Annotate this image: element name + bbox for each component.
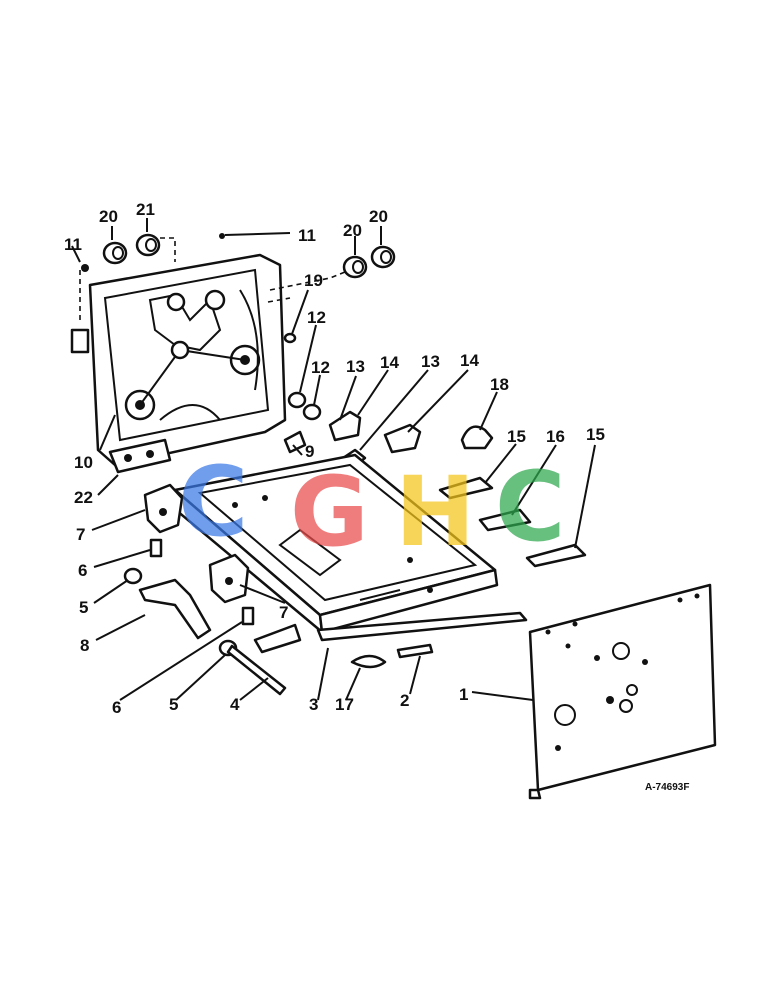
housing-panel	[70, 253, 287, 474]
watermark-letter-c2: C	[495, 451, 565, 563]
callout-18: 18	[490, 375, 509, 394]
callout-13-right: 13	[421, 352, 440, 371]
bushing-20-left	[102, 241, 128, 265]
callout-14-right: 14	[460, 351, 479, 370]
watermark-letter-g: G	[290, 456, 369, 568]
watermark-letter-h: H	[395, 456, 475, 568]
callout-21: 21	[136, 200, 155, 219]
callout-10: 10	[74, 453, 93, 472]
callout-7-lower: 7	[279, 603, 288, 622]
callout-20-right: 20	[369, 207, 388, 226]
callout-1: 1	[459, 685, 468, 704]
base-frame	[168, 453, 499, 634]
callout-labels: 20 21 11 11 20 20 19 12 12 13 14 13 14 1…	[64, 200, 689, 793]
callout-12-lower: 12	[311, 358, 330, 377]
callout-20-left: 20	[99, 207, 118, 226]
callout-13-left: 13	[346, 357, 365, 376]
callout-19: 19	[304, 271, 323, 290]
bracket-13-left	[328, 410, 362, 442]
leader-lines	[71, 218, 596, 701]
clip-2	[396, 643, 434, 659]
bushing-20-right	[370, 245, 396, 269]
callout-9: 9	[305, 442, 314, 461]
bracket-8	[138, 578, 212, 640]
callout-17: 17	[335, 695, 354, 714]
bolt-4	[226, 644, 287, 696]
spring-6-lower	[241, 606, 255, 626]
callout-14-left: 14	[380, 353, 399, 372]
callout-7-upper: 7	[76, 525, 85, 544]
cover-plate-1	[528, 583, 717, 800]
bracket-9	[283, 430, 307, 454]
roller-12-right	[302, 403, 322, 421]
bracket-14	[383, 423, 422, 454]
bracket-16	[478, 508, 532, 532]
cover-18	[460, 425, 494, 450]
callout-8: 8	[80, 636, 89, 655]
callout-6-lower: 6	[112, 698, 121, 717]
screw-11-left	[81, 264, 89, 272]
washer-5-upper	[123, 567, 143, 585]
screw-11-top	[219, 233, 225, 239]
callout-16: 16	[546, 427, 565, 446]
callout-5-upper: 5	[79, 598, 88, 617]
bushing-21	[135, 233, 161, 257]
callout-12-upper: 12	[307, 308, 326, 327]
clip-17	[350, 654, 387, 669]
watermark-letter-c1: C	[178, 446, 248, 558]
bracket-15-lower	[525, 543, 587, 568]
spring-6-upper	[149, 538, 163, 558]
callout-2: 2	[400, 691, 409, 710]
plate-4	[253, 623, 302, 654]
bracket-15-upper	[438, 476, 494, 500]
bushing-20-mid	[342, 255, 368, 279]
callout-22: 22	[74, 488, 93, 507]
callout-11-top: 11	[298, 226, 316, 245]
watermark: C G H C	[178, 446, 565, 568]
callout-20-mid: 20	[343, 221, 362, 240]
strip-2	[316, 611, 528, 642]
callout-5-lower: 5	[169, 695, 178, 714]
roller-12-left	[287, 391, 307, 409]
figure-id: A-74693F	[645, 782, 689, 793]
pin-19	[283, 332, 297, 344]
callout-4: 4	[230, 695, 240, 714]
callout-15-lower: 15	[586, 425, 605, 444]
callout-6-upper: 6	[78, 561, 87, 580]
callout-3: 3	[309, 695, 318, 714]
callout-11-left: 11	[64, 235, 82, 254]
callout-15-upper: 15	[507, 427, 526, 446]
